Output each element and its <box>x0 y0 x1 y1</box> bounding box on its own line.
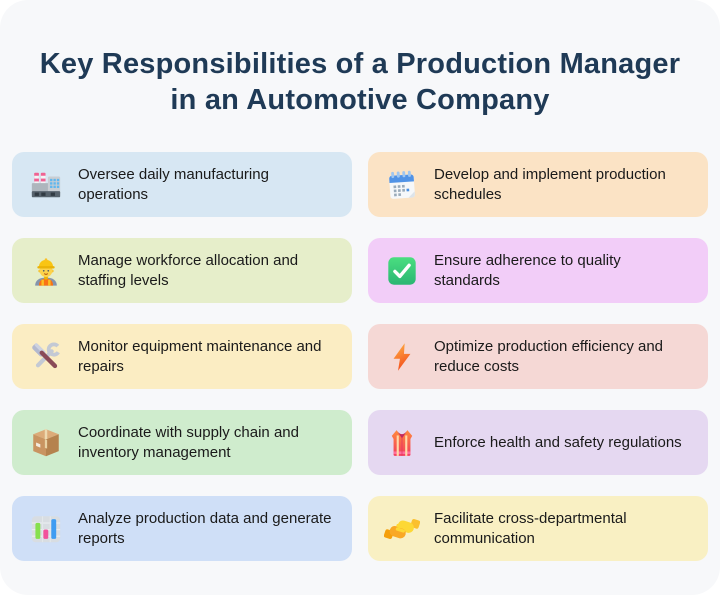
package-icon <box>28 425 64 461</box>
responsibility-card: Optimize production efficiency and reduc… <box>368 324 708 389</box>
card-label: Coordinate with supply chain and invento… <box>78 424 299 461</box>
card-label: Facilitate cross-departmental communicat… <box>434 510 627 547</box>
responsibility-card: Analyze production data and generate rep… <box>12 496 352 561</box>
responsibility-card: Enforce health and safety regulations <box>368 410 708 475</box>
cards-grid: Oversee daily manufacturing operations D… <box>12 152 708 561</box>
page-title-line1: Key Responsibilities of a Production Man… <box>39 48 681 80</box>
page-title-line2: in an Automotive Company <box>170 84 550 116</box>
responsibility-card: Manage workforce allocation and staffing… <box>12 238 352 303</box>
calendar-icon <box>384 167 420 203</box>
card-label: Develop and implement production schedul… <box>434 166 666 203</box>
responsibility-card: Monitor equipment maintenance and repair… <box>12 324 352 389</box>
responsibility-card: Develop and implement production schedul… <box>368 152 708 217</box>
check-mark-icon <box>384 253 420 289</box>
card-label: Manage workforce allocation and staffing… <box>78 252 299 289</box>
card-label: Optimize production efficiency and reduc… <box>434 338 664 375</box>
factory-icon <box>28 167 64 203</box>
safety-vest-icon <box>384 425 420 461</box>
responsibility-card: Facilitate cross-departmental communicat… <box>368 496 708 561</box>
card-label: Oversee daily manufacturing operations <box>78 166 269 203</box>
lightning-bolt-icon <box>384 339 420 375</box>
construction-worker-icon <box>28 253 64 289</box>
card-label: Monitor equipment maintenance and repair… <box>78 338 322 375</box>
responsibility-card: Oversee daily manufacturing operations <box>12 152 352 217</box>
responsibility-card: Ensure adherence to quality standards <box>368 238 708 303</box>
page-title: Key Responsibilities of a Production Man… <box>0 46 720 118</box>
card-label: Analyze production data and generate rep… <box>78 510 332 547</box>
hammer-wrench-icon <box>28 339 64 375</box>
handshake-icon <box>384 511 420 547</box>
card-label: Enforce health and safety regulations <box>434 433 682 451</box>
bar-chart-icon <box>28 511 64 547</box>
card-label: Ensure adherence to quality standards <box>434 252 621 289</box>
responsibility-card: Coordinate with supply chain and invento… <box>12 410 352 475</box>
